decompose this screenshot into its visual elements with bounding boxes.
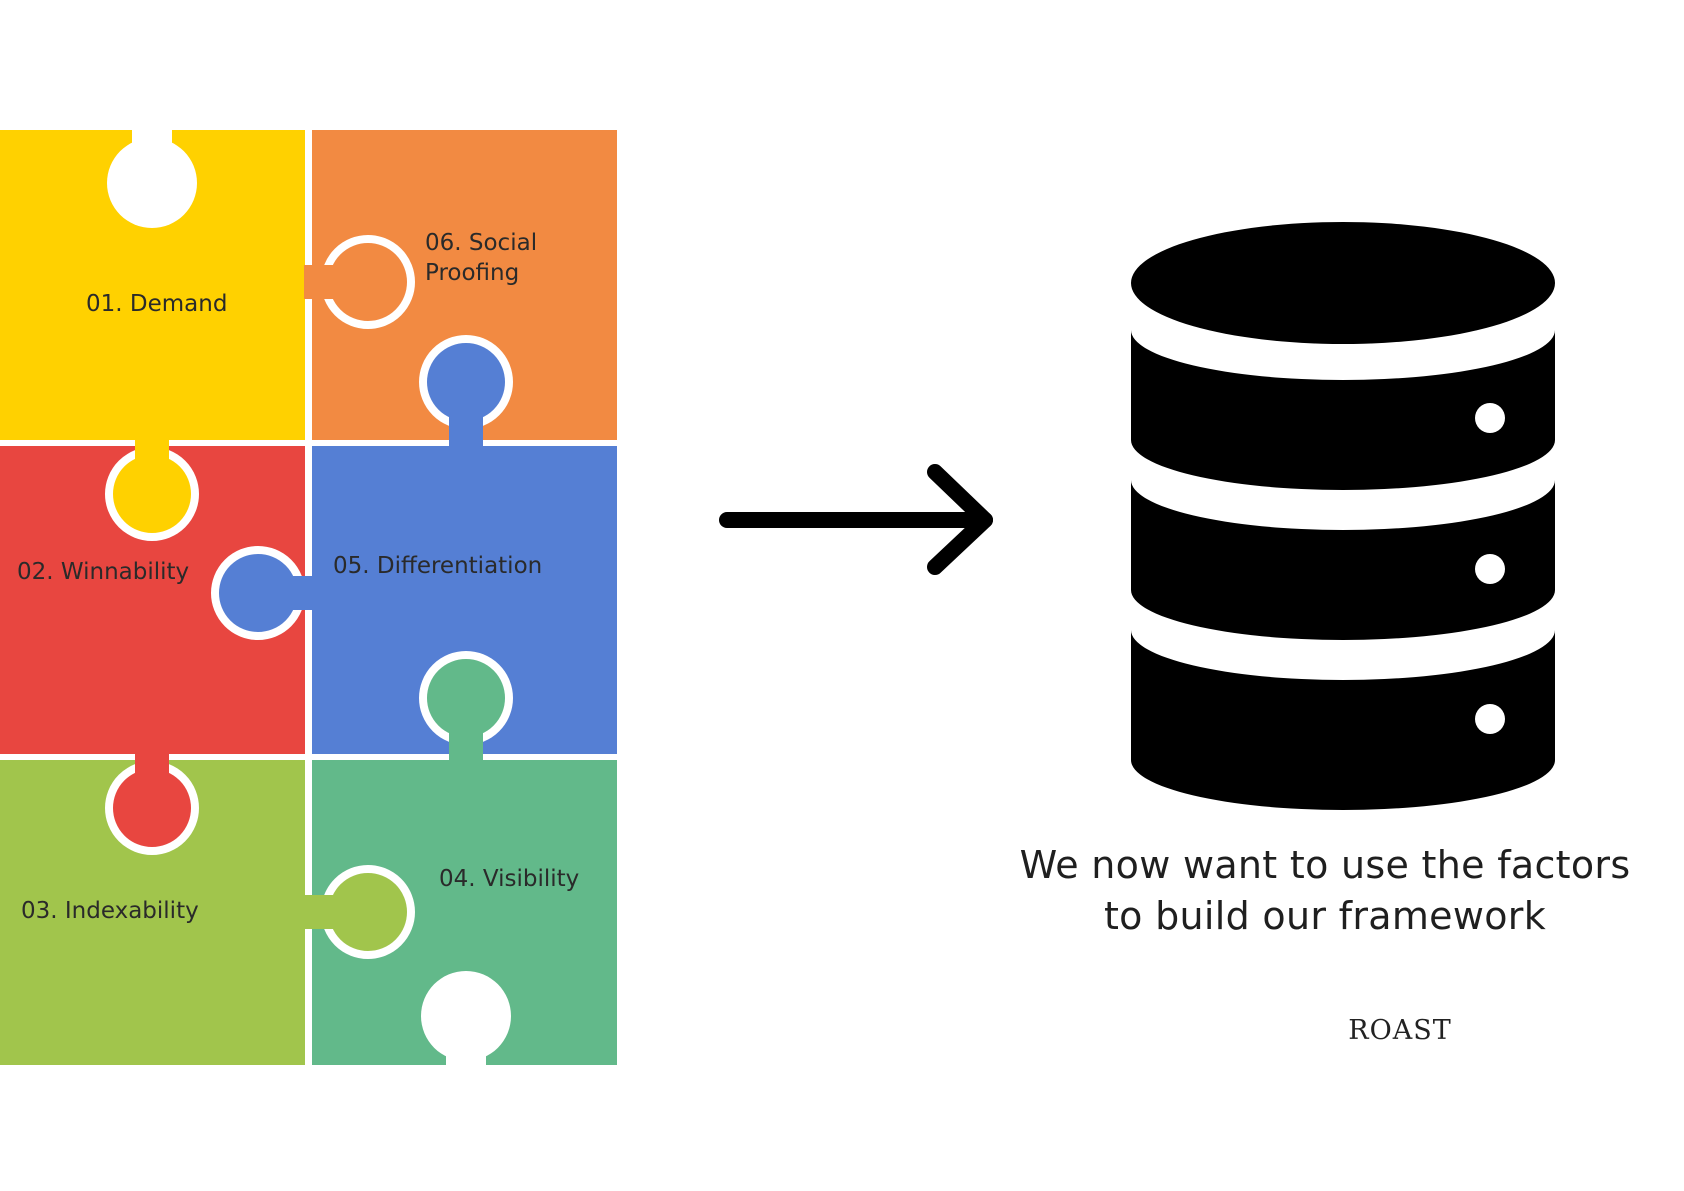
puzzle-knob-diff-left-neck [280,576,320,610]
puzzle-knob-winn-neck [135,752,169,782]
piece-label-visibility: 04. Visibility [439,866,579,892]
puzzle-socket-neck [132,128,172,158]
caption: We now want to use the factors to build … [955,840,1684,942]
arrow-right-icon [719,464,993,575]
piece-label-demand: 01. Demand [86,291,227,317]
puzzle-socket-bottom [421,971,511,1061]
caption-line-1: We now want to use the factors [1019,843,1631,887]
puzzle-knob-demand-neck [135,438,169,468]
puzzle-knob-vis-up-neck [449,726,483,766]
database-indicator-dot [1475,403,1505,433]
puzzle-knob-diff-up-neck [449,410,483,450]
puzzle-socket [107,138,197,228]
piece-label-indexability: 03. Indexability [21,898,199,924]
piece-label-social-proofing: 06. Social Proofing [425,230,544,286]
puzzle-knob-index-neck [300,895,340,929]
piece-label-differentiation: 05. Differentiation [333,553,542,579]
brand-logo: ROAST [1348,1015,1452,1046]
database-indicator-dot [1475,554,1505,584]
database-indicator-dot [1475,704,1505,734]
piece-label-winnability: 02. Winnability [17,559,189,585]
caption-line-2: to build our framework [1103,894,1547,938]
puzzle-grid: 01. Demand 06. Social Proofing 02. Winna… [0,128,617,1070]
database-icon [1131,222,1555,810]
puzzle-knob-social-neck [304,265,344,299]
puzzle-socket-bottom-neck [446,1040,486,1070]
